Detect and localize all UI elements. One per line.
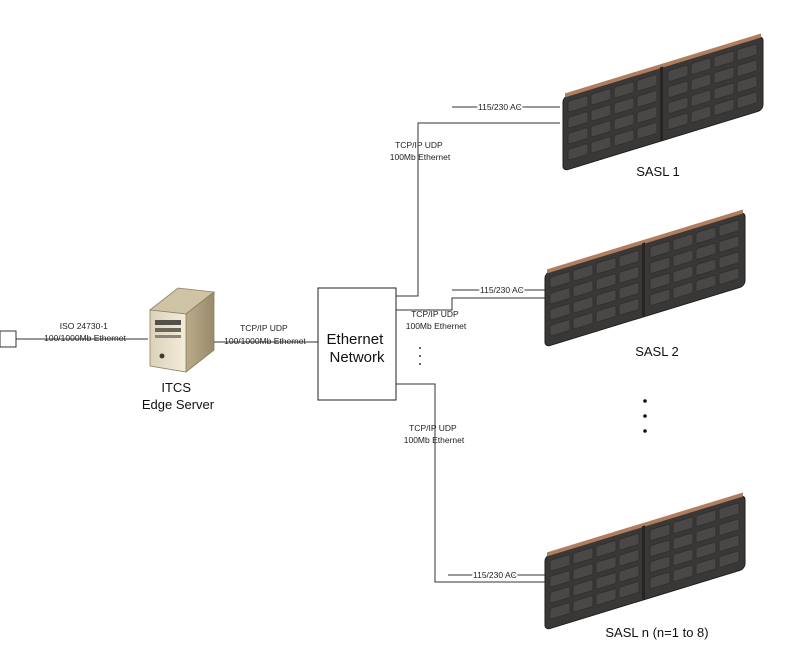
left-link-label: ISO 24730-1 100/1000Mb Ethernet xyxy=(44,321,126,343)
sasl2-name: SASL 2 xyxy=(635,344,679,359)
sasl-ellipsis xyxy=(643,399,647,433)
sasl2-link-label: TCP/IP UDP 100Mb Ethernet xyxy=(406,309,467,331)
power-label-sasl1: 115/230 AC xyxy=(478,102,522,112)
sasl1-link-label: TCP/IP UDP 100Mb Ethernet xyxy=(390,140,451,162)
sasl2-mat-image xyxy=(545,209,745,347)
power-label-sasl2: 115/230 AC xyxy=(480,285,524,295)
sasl1-name: SASL 1 xyxy=(636,164,680,179)
sasln-name: SASL n (n=1 to 8) xyxy=(605,625,708,640)
server-name: ITCS Edge Server xyxy=(142,380,215,412)
network-box-label: Ethernet Network xyxy=(327,331,388,366)
sasln-link-label: TCP/IP UDP 100Mb Ethernet xyxy=(404,423,465,445)
server-link-label: TCP/IP UDP 100/1000Mb Ethernet xyxy=(224,323,306,346)
network-ellipsis xyxy=(419,347,421,365)
server-icon xyxy=(150,288,214,372)
sasln-mat-image xyxy=(545,492,745,630)
link-network-sasln xyxy=(396,384,548,582)
sasl1-mat-image xyxy=(563,33,763,171)
power-label-sasln: 115/230 AC xyxy=(473,570,517,580)
endpoint-box xyxy=(0,331,16,347)
